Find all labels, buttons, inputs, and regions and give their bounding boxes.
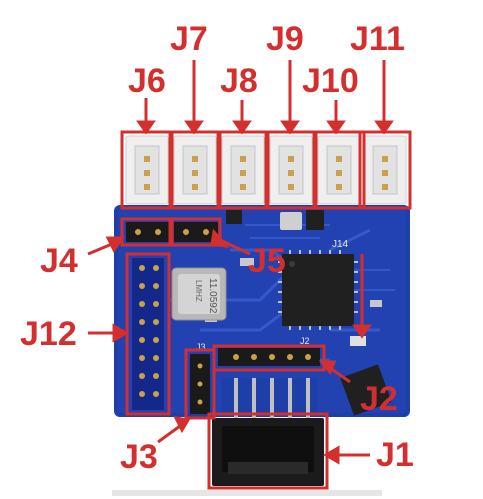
header-pin bbox=[233, 354, 239, 360]
header-pin bbox=[139, 301, 145, 307]
box-j10 bbox=[312, 130, 366, 210]
label-j10: J10 bbox=[302, 62, 359, 100]
box-j1 bbox=[207, 412, 329, 490]
label-j1: J1 bbox=[376, 436, 414, 474]
arrow-j8 bbox=[232, 120, 252, 135]
header-pin bbox=[139, 337, 145, 343]
arrow-j9 bbox=[280, 120, 300, 135]
header-pin bbox=[139, 373, 145, 379]
usb-chip bbox=[340, 364, 392, 416]
label-j11: J11 bbox=[350, 20, 405, 58]
silkscreen-j3: J3 bbox=[196, 342, 206, 352]
connector-j11 bbox=[363, 135, 407, 205]
regulator bbox=[306, 210, 324, 230]
header-pin bbox=[153, 283, 159, 289]
label-j9: J9 bbox=[266, 20, 304, 58]
header-pin bbox=[153, 373, 159, 379]
connector-j9 bbox=[269, 135, 313, 205]
connector-j10 bbox=[317, 135, 361, 205]
header-pin bbox=[251, 354, 257, 360]
smd-resistor-3 bbox=[370, 300, 382, 307]
arrow-j10 bbox=[326, 120, 346, 135]
crystal-oscillator: 11.0592 LMHZ bbox=[171, 267, 227, 321]
silkscreen-j14: J14 bbox=[332, 239, 349, 250]
arrow-j4 bbox=[105, 236, 125, 253]
header-j3 bbox=[190, 354, 210, 414]
box-j5 bbox=[168, 217, 222, 247]
connector-j6 bbox=[125, 135, 169, 205]
header-pin bbox=[287, 354, 293, 360]
label-j6: J6 bbox=[128, 62, 166, 100]
header-j12-pins bbox=[139, 265, 159, 397]
header-pin bbox=[139, 319, 145, 325]
crystal-marking: LMHZ bbox=[194, 280, 203, 302]
label-j5: J5 bbox=[248, 242, 286, 280]
label-j4: J4 bbox=[40, 242, 78, 280]
header-pin bbox=[139, 283, 145, 289]
arrow-j3 bbox=[173, 416, 191, 434]
arrow-j2 bbox=[318, 360, 337, 375]
header-pin bbox=[153, 301, 159, 307]
header-pin bbox=[153, 265, 159, 271]
label-j12: J12 bbox=[20, 315, 77, 353]
header-j12 bbox=[132, 258, 164, 410]
header-pin bbox=[305, 354, 311, 360]
header-pin bbox=[153, 319, 159, 325]
header-j4 bbox=[126, 222, 170, 242]
arrow-j12 bbox=[112, 323, 129, 343]
arrow-j5 bbox=[210, 228, 230, 249]
box-j2 bbox=[212, 344, 326, 372]
connector-j7 bbox=[173, 135, 217, 205]
box-j3 bbox=[184, 348, 216, 420]
label-j8: J8 bbox=[220, 62, 258, 100]
header-j1 bbox=[212, 378, 324, 486]
header-pin bbox=[139, 391, 145, 397]
connector-j8 bbox=[221, 135, 265, 205]
crystal-frequency: 11.0592 bbox=[207, 278, 218, 314]
arrow-j7 bbox=[184, 120, 204, 135]
header-pin bbox=[153, 337, 159, 343]
header-pin bbox=[139, 265, 145, 271]
header-pin bbox=[269, 354, 275, 360]
top-connectors bbox=[125, 135, 407, 205]
header-pin bbox=[153, 391, 159, 397]
annotation-boxes bbox=[120, 130, 412, 490]
capacitor bbox=[280, 212, 302, 230]
header-j5 bbox=[174, 222, 218, 242]
silkscreen-j2: J2 bbox=[300, 336, 310, 346]
arrow-j1 bbox=[323, 445, 340, 465]
arrow-led bbox=[352, 324, 372, 339]
annotation-arrows bbox=[87, 60, 394, 465]
header-pin bbox=[139, 355, 145, 361]
microcontroller-chip bbox=[278, 250, 358, 330]
board-shadow bbox=[112, 490, 382, 496]
header-j2-pins bbox=[233, 354, 311, 360]
label-j2: J2 bbox=[360, 380, 398, 418]
led bbox=[350, 336, 366, 346]
label-j7: J7 bbox=[170, 20, 208, 58]
label-j3: J3 bbox=[120, 438, 158, 476]
smd-resistor bbox=[240, 258, 254, 266]
box-j4 bbox=[120, 217, 174, 247]
arrow-j11 bbox=[374, 120, 394, 135]
header-pin bbox=[153, 355, 159, 361]
arrow-j6 bbox=[136, 120, 156, 135]
small-ic bbox=[226, 210, 242, 224]
